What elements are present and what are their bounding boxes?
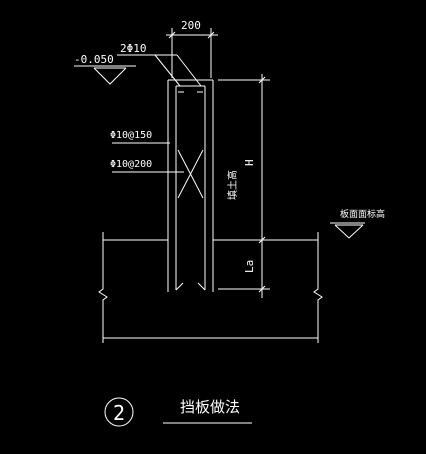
anchorage-dim-label: La [243, 260, 256, 273]
fill-height-label: 填土高 [226, 170, 239, 200]
top-rebar-label: 2Φ10 [120, 42, 147, 55]
detail-title-block: 挡板做法 [163, 398, 252, 424]
detail-number-marker: 2 [104, 397, 134, 427]
horizontal-rebar-label: Φ10@150 [110, 130, 152, 141]
elevation-marker-top: -0.050 [74, 53, 136, 85]
horizontal-rebar-callout: Φ10@150 [110, 130, 170, 144]
height-dimension: H La [218, 74, 270, 298]
detail-number: 2 [113, 401, 125, 425]
height-dim-label: H [243, 159, 256, 166]
width-dim-label: 200 [181, 19, 201, 32]
vertical-rebar-callout: Φ10@200 [110, 159, 184, 173]
ground-elevation-label: 板面面标高 [340, 208, 385, 220]
slab-section [98, 232, 323, 343]
detail-title: 挡板做法 [180, 398, 240, 416]
top-rebar-callout: 2Φ10 [117, 42, 202, 87]
width-dimension: 200 [166, 19, 218, 78]
baffle-wall [167, 79, 214, 292]
ground-elevation-marker: 板面面标高 [330, 208, 385, 239]
elevation-top-label: -0.050 [74, 53, 114, 66]
vertical-rebar-label: Φ10@200 [110, 159, 152, 170]
